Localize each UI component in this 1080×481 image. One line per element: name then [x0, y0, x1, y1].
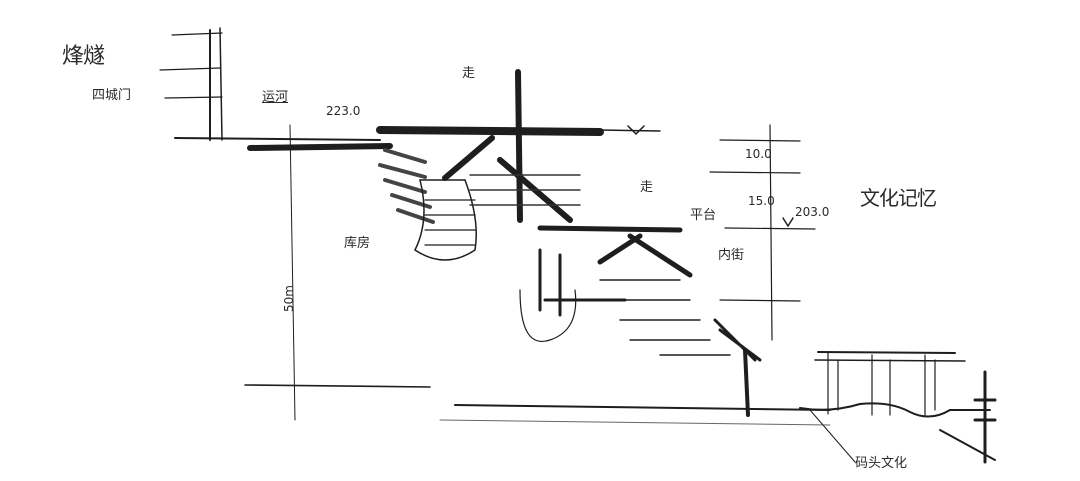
- elevation-top: 223.0: [326, 104, 361, 118]
- annotation-storage: 库房: [344, 236, 371, 251]
- dimension-10: 10.0: [745, 147, 772, 161]
- annotation-canal: 运河: [262, 90, 289, 105]
- dimension-15: 15.0: [748, 194, 775, 208]
- elevation-right: 203.0: [795, 205, 830, 219]
- annotation-city-gates: 四城门: [92, 88, 132, 103]
- annotation-walk-top: 走: [462, 66, 476, 81]
- annotation-beacon: 烽燧: [62, 44, 105, 69]
- annotation-platform: 平台: [690, 208, 717, 223]
- annotation-dock-culture: 码头文化: [855, 456, 908, 471]
- vertical-dimension: 50m: [282, 285, 296, 312]
- annotation-walk-mid: 走: [640, 180, 654, 195]
- annotation-cultural-memory: 文化记忆: [860, 186, 937, 210]
- annotation-inner-street: 内街: [718, 248, 745, 263]
